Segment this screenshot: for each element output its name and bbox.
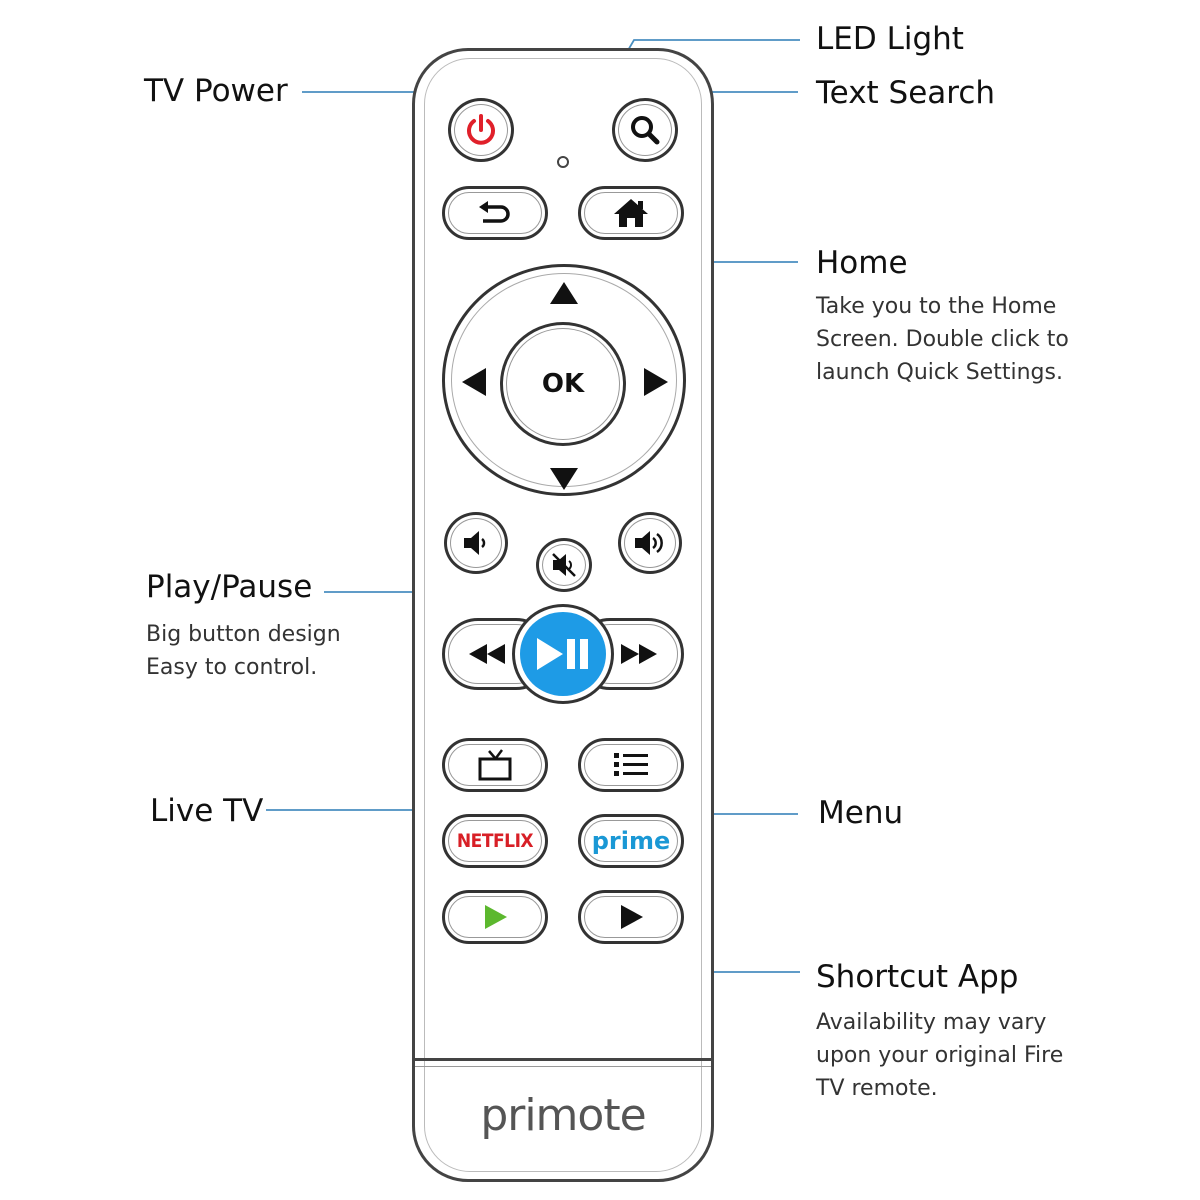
callout-home-desc: Take you to the Home Screen. Double clic… bbox=[816, 290, 1069, 389]
mute-icon bbox=[552, 553, 576, 577]
callout-play-pause-desc: Big button design Easy to control. bbox=[146, 618, 341, 684]
callout-shortcut-app-desc-line: TV remote. bbox=[816, 1076, 938, 1101]
remote-base-divider-inner bbox=[415, 1066, 711, 1067]
black-play-icon bbox=[621, 905, 643, 929]
led-light-indicator bbox=[557, 156, 569, 168]
netflix-logo-text: NETFLIX bbox=[456, 830, 534, 852]
play-pause-icon bbox=[537, 638, 588, 670]
dpad-left-arrow[interactable] bbox=[462, 368, 486, 396]
callout-shortcut-app-desc: Availability may vary upon your original… bbox=[816, 1006, 1063, 1105]
home-icon bbox=[614, 199, 648, 227]
mute-button[interactable] bbox=[536, 538, 592, 592]
brand-logo: primote bbox=[480, 1090, 646, 1141]
volume-up-button[interactable] bbox=[618, 512, 682, 574]
home-button[interactable] bbox=[578, 186, 684, 240]
callout-home-title: Home bbox=[816, 245, 908, 281]
dpad-right-arrow[interactable] bbox=[644, 368, 668, 396]
play-pause-button-face bbox=[520, 612, 606, 696]
callout-home-desc-line: Screen. Double click to bbox=[816, 327, 1069, 352]
fast-forward-icon bbox=[621, 644, 657, 664]
volume-down-button[interactable] bbox=[444, 512, 508, 574]
callout-shortcut-app-title: Shortcut App bbox=[816, 959, 1019, 995]
volume-up-icon bbox=[635, 531, 663, 555]
callout-text-search: Text Search bbox=[816, 75, 996, 111]
callout-play-pause-desc-line: Big button design bbox=[146, 622, 341, 647]
volume-down-icon bbox=[464, 531, 486, 555]
ok-label: OK bbox=[541, 369, 585, 399]
callout-play-pause-title: Play/Pause bbox=[146, 569, 313, 605]
netflix-button[interactable]: NETFLIX bbox=[442, 814, 548, 868]
prime-button[interactable]: prime bbox=[578, 814, 684, 868]
callout-live-tv: Live TV bbox=[150, 793, 264, 829]
dpad-up-arrow[interactable] bbox=[550, 282, 578, 304]
back-icon bbox=[479, 201, 510, 223]
green-play-icon bbox=[485, 905, 507, 929]
tv-icon bbox=[478, 749, 512, 781]
callout-shortcut-app-desc-line: Availability may vary bbox=[816, 1010, 1047, 1035]
callout-led-light: LED Light bbox=[816, 21, 964, 57]
shortcut-app-2-button[interactable] bbox=[578, 890, 684, 944]
power-icon bbox=[467, 114, 495, 145]
callout-tv-power: TV Power bbox=[144, 73, 288, 109]
ok-button[interactable]: OK bbox=[500, 322, 626, 446]
rewind-icon bbox=[469, 644, 505, 664]
play-pause-button[interactable] bbox=[512, 604, 614, 704]
prime-logo-text: prime bbox=[591, 827, 671, 855]
callout-menu: Menu bbox=[818, 795, 904, 831]
callout-shortcut-app-desc-line: upon your original Fire bbox=[816, 1043, 1064, 1068]
search-button[interactable] bbox=[612, 98, 678, 162]
menu-list-icon bbox=[614, 753, 648, 776]
back-button[interactable] bbox=[442, 186, 548, 240]
power-button[interactable] bbox=[448, 98, 514, 162]
menu-button[interactable] bbox=[578, 738, 684, 792]
live-tv-button[interactable] bbox=[442, 738, 548, 792]
shortcut-app-1-button[interactable] bbox=[442, 890, 548, 944]
callout-home-desc-line: Take you to the Home bbox=[816, 294, 1057, 319]
callout-home-desc-line: launch Quick Settings. bbox=[816, 360, 1063, 385]
callout-play-pause-desc-line: Easy to control. bbox=[146, 655, 318, 680]
remote-base-divider bbox=[415, 1058, 711, 1061]
search-icon bbox=[631, 116, 660, 145]
dpad-down-arrow[interactable] bbox=[550, 468, 578, 490]
